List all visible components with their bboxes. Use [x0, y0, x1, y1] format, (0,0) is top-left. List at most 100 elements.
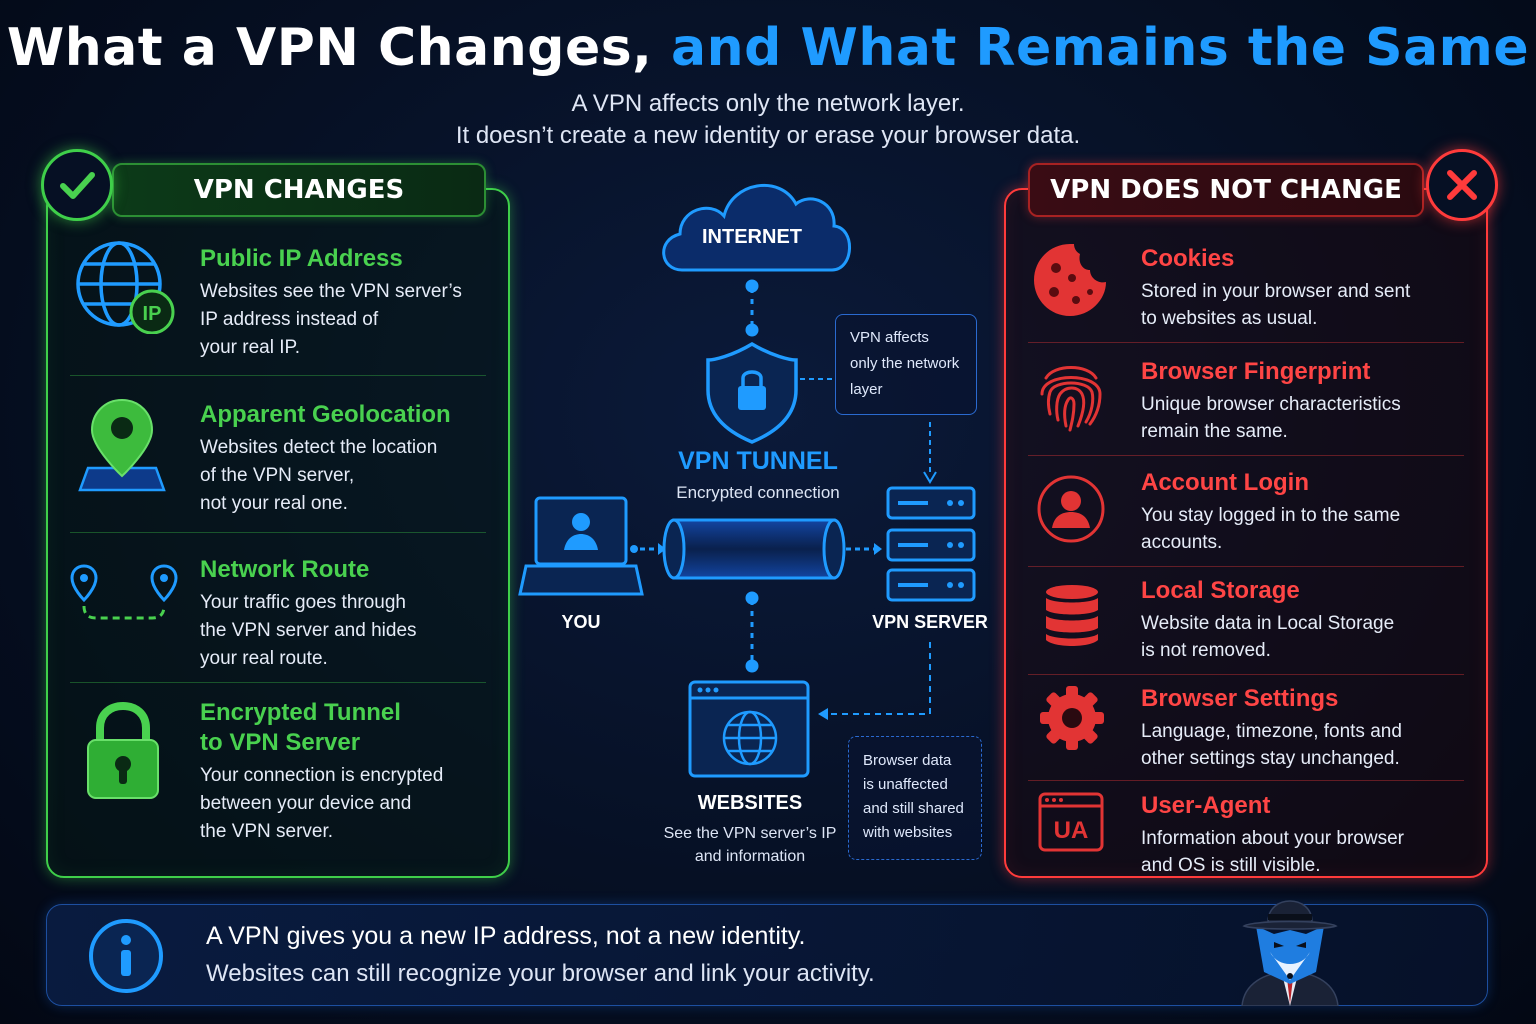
page-title: What a VPN Changes, and What Remains the…	[0, 18, 1536, 78]
note-line: and still shared	[863, 800, 964, 817]
item-title: Network Route	[200, 556, 370, 583]
desc-line: of the VPN server,	[200, 465, 355, 486]
fox-mascot-icon	[1241, 900, 1339, 1006]
database-icon	[1046, 585, 1098, 646]
divider	[70, 375, 486, 376]
vpn-does-not-change-header: VPN DOES NOT CHANGE	[1028, 163, 1424, 217]
item-account-login: Account Login You stay logged in to the …	[1141, 468, 1471, 556]
desc-line: the VPN server and hides	[200, 620, 417, 641]
globe-ip-icon: IP	[76, 241, 175, 334]
you-label: YOU	[561, 612, 601, 632]
bottom-line-1: A VPN gives you a new IP address, not a …	[206, 922, 806, 950]
vpn-tunnel-title: VPN TUNNEL	[678, 447, 838, 475]
fingerprint-icon	[1040, 366, 1102, 432]
note-line: is unaffected	[863, 776, 948, 793]
websites-label: WEBSITES	[697, 792, 803, 814]
desc-line: between your device and	[200, 793, 412, 814]
item-desc: Your connection is encrypted between you…	[200, 762, 490, 846]
note-line: with websites	[863, 824, 953, 841]
internet-label: INTERNET	[702, 226, 802, 248]
desc-line: other settings stay unchanged.	[1141, 748, 1400, 769]
item-title: Public IP Address	[200, 245, 403, 272]
title-line: Encrypted Tunnel	[200, 699, 401, 726]
title-part-2: and What Remains the Same	[671, 18, 1530, 78]
item-desc: Information about your browser and OS is…	[1141, 825, 1471, 879]
item-desc: You stay logged in to the same accounts.	[1141, 502, 1471, 556]
item-public-ip: Public IP Address Websites see the VPN s…	[200, 244, 490, 362]
ip-badge-text: IP	[143, 303, 162, 325]
note-line: VPN affects	[850, 329, 929, 346]
desc-line: Websites detect the location	[200, 437, 438, 458]
item-browser-settings: Browser Settings Language, timezone, fon…	[1141, 684, 1471, 772]
item-title: User-Agent	[1141, 792, 1271, 819]
divider	[1028, 342, 1464, 343]
checkmark-icon	[60, 172, 95, 199]
desc-line: the VPN server.	[200, 821, 334, 842]
server-icon	[886, 486, 976, 602]
user-agent-icon: UA	[1038, 792, 1104, 852]
vpn-tunnel-subtitle: Encrypted connection	[676, 483, 840, 502]
item-desc: Website data in Local Storage is not rem…	[1141, 610, 1471, 664]
route-icon	[70, 564, 178, 620]
subtitle: A VPN affects only the network layer. It…	[0, 88, 1536, 152]
title-part-1: What a VPN Changes,	[6, 18, 653, 78]
item-title: Browser Settings	[1141, 685, 1339, 712]
tunnel-tube	[662, 518, 846, 580]
desc-line: Language, timezone, fonts and	[1141, 721, 1402, 742]
desc-line: Your traffic goes through	[200, 592, 406, 613]
title-line: to VPN Server	[200, 729, 361, 756]
item-cookies: Cookies Stored in your browser and sent …	[1141, 244, 1471, 332]
item-desc: Language, timezone, fonts and other sett…	[1141, 718, 1471, 772]
item-desc: Unique browser characteristics remain th…	[1141, 391, 1471, 445]
desc-line: your real route.	[200, 648, 328, 669]
note-line: only the network	[850, 355, 960, 372]
desc-line: Stored in your browser and sent	[1141, 281, 1411, 302]
item-desc: Your traffic goes through the VPN server…	[200, 589, 490, 673]
desc-line: remain the same.	[1141, 421, 1288, 442]
website-window-icon	[688, 680, 810, 778]
desc-line: Your connection is encrypted	[200, 765, 444, 786]
item-title: Local Storage	[1141, 577, 1300, 604]
x-badge	[1426, 149, 1498, 221]
desc-line: You stay logged in to the same	[1141, 505, 1401, 526]
item-local-storage: Local Storage Website data in Local Stor…	[1141, 576, 1471, 664]
item-encrypted-tunnel: Encrypted Tunnel to VPN Server Your conn…	[200, 698, 490, 846]
network-diagram	[518, 184, 976, 778]
item-title: Account Login	[1141, 469, 1309, 496]
ua-badge-text: UA	[1054, 817, 1089, 844]
info-icon	[89, 919, 163, 993]
user-icon	[1037, 475, 1105, 543]
divider	[1028, 674, 1464, 675]
item-network-route: Network Route Your traffic goes through …	[200, 555, 490, 673]
desc-line: to websites as usual.	[1141, 308, 1318, 329]
divider	[1028, 780, 1464, 781]
item-desc: Websites see the VPN server’s IP address…	[200, 278, 490, 362]
item-browser-fingerprint: Browser Fingerprint Unique browser chara…	[1141, 357, 1471, 445]
cloud-icon	[662, 184, 851, 272]
desc-line: Information about your browser	[1141, 828, 1404, 849]
note-line: Browser data	[863, 752, 952, 769]
gear-icon	[1040, 686, 1104, 750]
cookie-icon	[1034, 244, 1106, 316]
item-user-agent: User-Agent Information about your browse…	[1141, 791, 1471, 879]
divider	[70, 532, 486, 533]
network-layer-note: VPN affects only the network layer	[835, 314, 977, 415]
websites-subtitle: See the VPN server’s IP and information	[640, 822, 860, 868]
desc-line: Websites see the VPN server’s	[200, 281, 462, 302]
item-title: Encrypted Tunnel to VPN Server	[200, 698, 490, 758]
item-geolocation: Apparent Geolocation Websites detect the…	[200, 400, 490, 518]
sub-line: See the VPN server’s IP	[663, 825, 837, 842]
close-icon	[1447, 170, 1477, 200]
subtitle-line-1: A VPN affects only the network layer.	[571, 90, 965, 117]
desc-line: not your real one.	[200, 493, 348, 514]
bottom-line-2: Websites can still recognize your browse…	[206, 960, 875, 987]
vpn-server-label: VPN SERVER	[872, 612, 988, 632]
desc-line: IP address instead of	[200, 309, 379, 330]
divider	[1028, 455, 1464, 456]
item-desc: Stored in your browser and sent to websi…	[1141, 278, 1471, 332]
desc-line: is not removed.	[1141, 640, 1271, 661]
sub-line: and information	[694, 848, 806, 865]
divider	[1028, 566, 1464, 567]
vpn-changes-header: VPN CHANGES	[112, 163, 486, 217]
note-line: layer	[850, 381, 883, 398]
